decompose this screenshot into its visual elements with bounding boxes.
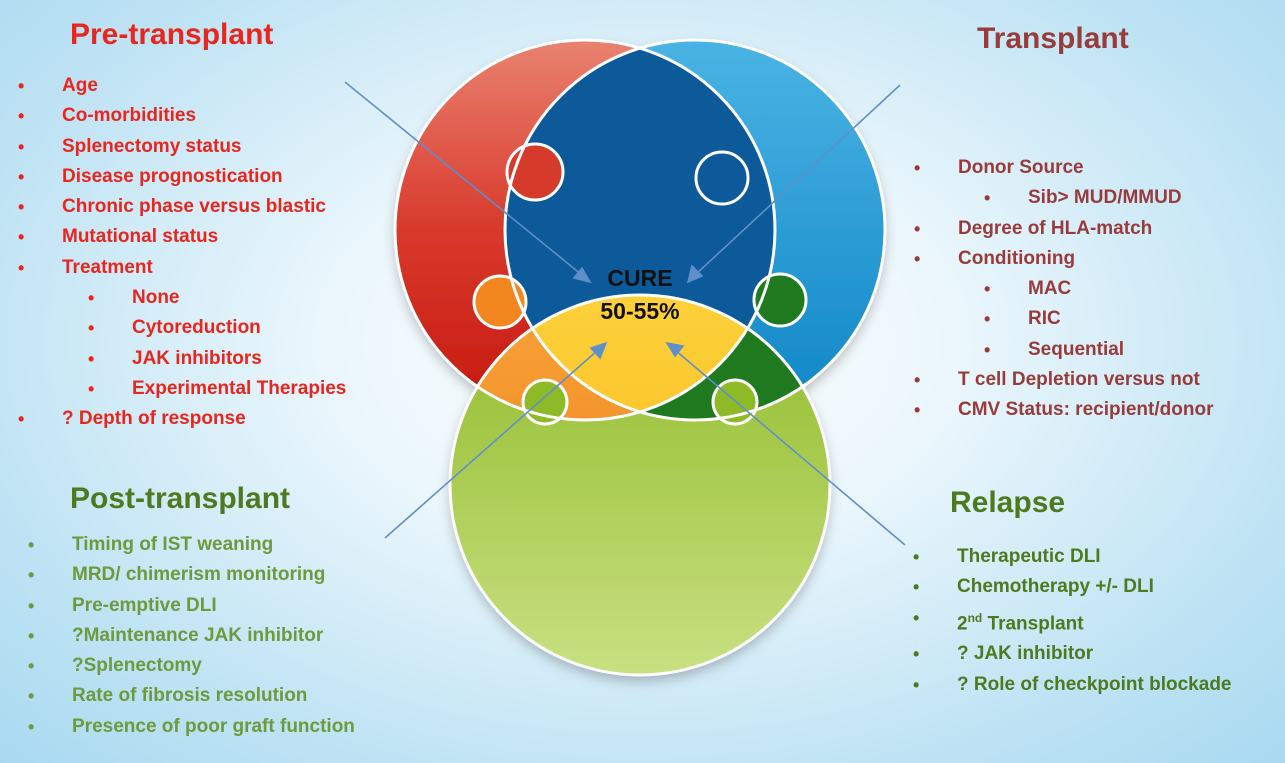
- relapse-item: Chemotherapy +/- DLI: [913, 572, 1232, 603]
- pre-transplant-item: None: [88, 283, 346, 314]
- pre-transplant-item: Age: [18, 71, 346, 102]
- transplant-item: Sequential: [984, 335, 1213, 366]
- relapse-item: ? JAK inhibitor: [913, 639, 1232, 670]
- pre-transplant-item: JAK inhibitors: [88, 344, 346, 375]
- post-transplant-item: Rate of fibrosis resolution: [28, 681, 355, 712]
- post-transplant-item: MRD/ chimerism monitoring: [28, 560, 355, 591]
- relapse-list: Therapeutic DLIChemotherapy +/- DLI2nd T…: [913, 542, 1232, 701]
- arrow-transplant: [694, 84, 901, 276]
- arrow-pre-transplant: [344, 81, 583, 276]
- pre-transplant-item: ? Depth of response: [18, 404, 346, 435]
- post-transplant-item: Presence of poor graft function: [28, 712, 355, 743]
- post-transplant-item: Timing of IST weaning: [28, 530, 355, 561]
- transplant-item: CMV Status: recipient/donor: [914, 395, 1214, 426]
- post-transplant-title: Post-transplant: [70, 482, 291, 515]
- transplant-item: MAC: [984, 274, 1213, 305]
- ordinal-suffix: nd: [967, 610, 983, 625]
- relapse-item: Therapeutic DLI: [913, 542, 1232, 573]
- pre-transplant-title: Pre-transplant: [70, 18, 274, 51]
- pre-transplant-item: Co-morbidities: [18, 101, 346, 132]
- transplant-item: RIC: [984, 304, 1213, 335]
- pre-transplant-item: Chronic phase versus blastic: [18, 192, 346, 223]
- pre-transplant-item: Splenectomy status: [18, 132, 346, 163]
- transplant-item: Sib> MUD/MMUD: [984, 183, 1213, 214]
- transplant-item: Degree of HLA-match: [914, 214, 1213, 245]
- puzzle-knob-dark-blue: [694, 150, 750, 206]
- transplant-item: Donor Source: [914, 153, 1213, 184]
- cure-rate: 50-55%: [600, 298, 680, 324]
- pre-transplant-list: AgeCo-morbiditiesSplenectomy statusDisea…: [18, 71, 346, 435]
- item-text: Transplant: [982, 612, 1084, 634]
- post-transplant-item: ?Splenectomy: [28, 651, 355, 682]
- ordinal-number: 2: [957, 612, 968, 634]
- pre-transplant-item: Experimental Therapies: [88, 374, 346, 405]
- post-transplant-item: Pre-emptive DLI: [28, 591, 355, 622]
- arrow-relapse: [674, 349, 906, 546]
- pre-transplant-item: Treatment: [18, 253, 346, 284]
- relapse-title: Relapse: [950, 486, 1066, 519]
- puzzle-knob-red: [505, 142, 565, 202]
- post-transplant-list: Timing of IST weaningMRD/ chimerism moni…: [28, 530, 355, 743]
- pre-transplant-item: Mutational status: [18, 222, 346, 253]
- transplant-title: Transplant: [977, 22, 1129, 55]
- cure-label: CURE 50-55%: [585, 262, 695, 328]
- transplant-item: T cell Depletion versus not: [914, 365, 1213, 396]
- arrow-post-transplant: [384, 349, 599, 539]
- transplant-list: Donor SourceSib> MUD/MMUDDegree of HLA-m…: [914, 153, 1214, 426]
- cure-title: CURE: [607, 265, 673, 291]
- relapse-item: ? Role of checkpoint blockade: [913, 670, 1231, 701]
- pre-transplant-item: Disease prognostication: [18, 162, 346, 193]
- post-transplant-item: ?Maintenance JAK inhibitor: [28, 621, 355, 652]
- relapse-item: 2nd Transplant: [913, 603, 1232, 640]
- transplant-item: Conditioning: [914, 244, 1213, 275]
- pre-transplant-item: Cytoreduction: [88, 313, 346, 344]
